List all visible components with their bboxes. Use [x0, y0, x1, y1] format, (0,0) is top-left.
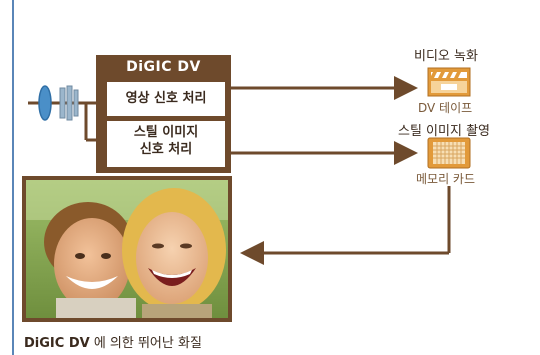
video-recording-title: 비디오 녹화 [414, 49, 478, 64]
caption-text: 에 의한 뛰어난 화질 [93, 336, 202, 351]
still-processing-cell: 스틸 이미지 신호 처리 [107, 121, 225, 167]
sample-photo [26, 180, 228, 318]
still-processing-line2: 신호 처리 [139, 142, 193, 157]
lens-icon [38, 85, 79, 121]
clapperboard-icon [427, 67, 471, 97]
photo-caption: DiGIC DV 에 의한 뛰어난 화질 [24, 332, 202, 351]
dv-tape-label: DV 테이프 [418, 101, 473, 115]
memory-card-label: 메모리 카드 [416, 172, 476, 186]
couple-photo-image [26, 180, 228, 318]
digic-brand-label: DiGIC DV [126, 59, 201, 75]
memory-card-icon [427, 137, 471, 169]
video-processing-cell: 영상 신호 처리 [107, 82, 225, 116]
still-capture-title: 스틸 이미지 촬영 [398, 124, 490, 139]
caption-brand: DiGIC DV [24, 336, 90, 351]
page-left-border [12, 0, 14, 355]
still-processing-line1: 스틸 이미지 [133, 125, 199, 140]
sample-photo-frame [22, 176, 232, 322]
